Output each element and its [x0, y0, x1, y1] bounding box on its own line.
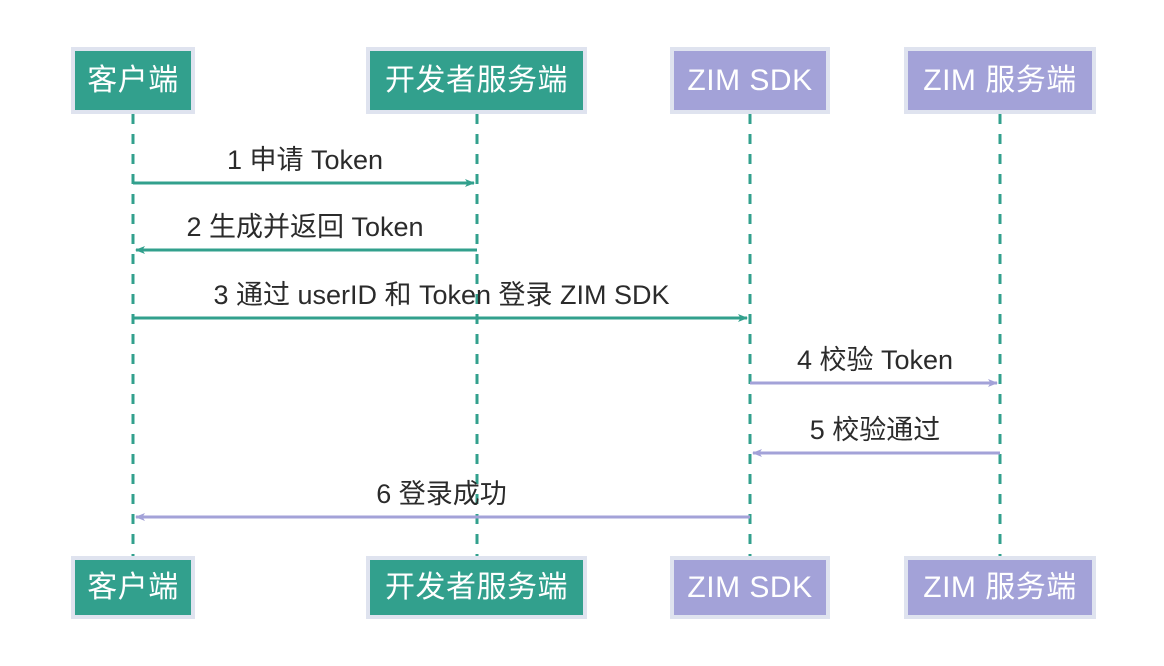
- participant-head-zim-sdk: ZIM SDK: [670, 47, 830, 114]
- message-label-2: 2 生成并返回 Token: [186, 212, 424, 242]
- message-label-1: 1 申请 Token: [226, 145, 384, 175]
- participant-label: 开发者服务端: [385, 570, 568, 604]
- participant-foot-zim-sdk: ZIM SDK: [670, 556, 830, 619]
- participant-label: ZIM SDK: [687, 570, 813, 604]
- participant-foot-zim-server: ZIM 服务端: [904, 556, 1096, 619]
- participant-head-client: 客户端: [71, 47, 195, 114]
- participant-head-dev-server: 开发者服务端: [366, 47, 587, 114]
- participant-label: ZIM SDK: [687, 63, 813, 97]
- message-label-5: 5 校验通过: [809, 415, 941, 445]
- participant-foot-client: 客户端: [71, 556, 195, 619]
- participant-label: ZIM 服务端: [923, 570, 1077, 604]
- message-label-6: 6 登录成功: [376, 479, 507, 509]
- lifelines-group: [131, 114, 1002, 556]
- message-label-3: 3 通过 userID 和 Token 登录 ZIM SDK: [213, 280, 670, 310]
- participant-label: 客户端: [87, 570, 179, 604]
- message-label-4: 4 校验 Token: [796, 345, 954, 375]
- participant-label: 客户端: [87, 63, 179, 97]
- participant-head-zim-server: ZIM 服务端: [904, 47, 1096, 114]
- participant-label: ZIM 服务端: [923, 63, 1077, 97]
- participant-label: 开发者服务端: [385, 63, 568, 97]
- message-arrows-group: [133, 179, 1000, 521]
- participant-foot-dev-server: 开发者服务端: [366, 556, 587, 619]
